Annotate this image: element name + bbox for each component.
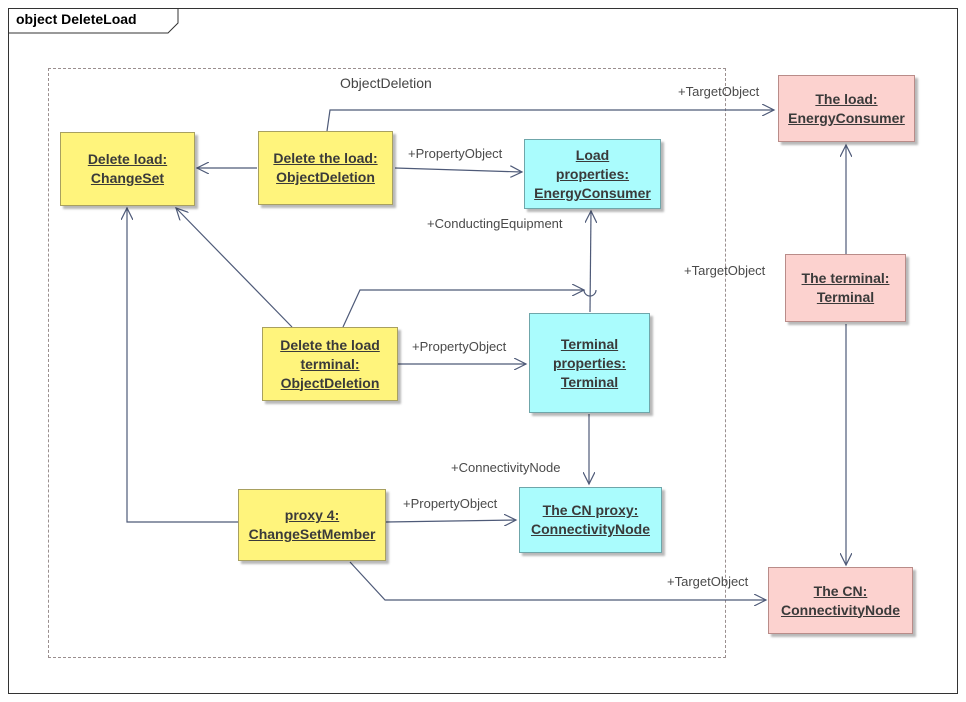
node-line: ChangeSet [90, 170, 165, 186]
frame-title: object DeleteLoad [16, 11, 137, 27]
load-properties-node[interactable]: Load properties: EnergyConsumer [524, 139, 661, 209]
proxy4-node[interactable]: proxy 4: ChangeSetMember [238, 489, 386, 561]
node-line: EnergyConsumer [788, 109, 905, 126]
the-load-node[interactable]: The load: EnergyConsumer [778, 75, 915, 142]
node-line: terminal: [300, 355, 360, 372]
node-line: Terminal [560, 373, 619, 390]
the-cn-node[interactable]: The CN: ConnectivityNode [768, 567, 913, 634]
edge-terminal-props-to-load-props [590, 211, 591, 313]
edge-delete-load-to-load-properties [394, 168, 522, 172]
node-line: ConnectivityNode [530, 521, 650, 537]
delete-the-load-node[interactable]: Delete the load: ObjectDeletion [258, 131, 393, 205]
object-deletion-package[interactable] [48, 68, 726, 658]
node-line: properties: [555, 165, 630, 182]
role-property-object: +PropertyObject [412, 339, 507, 354]
frame-title-tab [8, 8, 179, 34]
node-line: properties: [552, 354, 627, 371]
node-line: The load: [815, 90, 878, 107]
role-target-object: +TargetObject [684, 263, 766, 278]
node-line: The CN proxy: [542, 502, 639, 518]
cn-proxy-node[interactable]: The CN proxy: ConnectivityNode [519, 487, 662, 553]
node-line: Delete the load: [273, 150, 378, 166]
role-target-object: +TargetObject [678, 84, 760, 99]
role-connectivity-node: +ConnectivityNode [451, 460, 561, 475]
node-line: EnergyConsumer [534, 184, 651, 201]
node-line: The terminal: [801, 270, 890, 286]
edge-proxy-to-cn-proxy [385, 520, 516, 522]
role-conducting-equipment: +ConductingEquipment [427, 216, 563, 231]
role-target-object: +TargetObject [667, 574, 749, 589]
node-line: Load [575, 146, 610, 163]
delete-terminal-node[interactable]: Delete the load terminal: ObjectDeletion [262, 327, 398, 401]
edge-delete-load-to-the-load [326, 110, 774, 132]
node-line: ConnectivityNode [780, 601, 900, 618]
node-line: Terminal [816, 289, 875, 305]
node-line: Delete the load [280, 336, 380, 353]
terminal-properties-node[interactable]: Terminal properties: Terminal [529, 313, 650, 413]
edge-delete-terminal-to-the-terminal [342, 290, 584, 328]
role-property-object: +PropertyObject [408, 146, 503, 161]
node-line: The CN: [813, 582, 868, 599]
node-line: proxy 4: [284, 507, 340, 523]
node-line: ObjectDeletion [280, 374, 380, 391]
package-label: ObjectDeletion [340, 75, 432, 91]
edge-proxy-to-changeset [127, 208, 238, 523]
the-terminal-node[interactable]: The terminal: Terminal [785, 254, 906, 322]
node-line: ChangeSetMember [248, 526, 376, 542]
node-line: Terminal [560, 335, 619, 352]
diagram-frame [8, 8, 958, 694]
edge-delete-terminal-to-changeset [176, 208, 293, 328]
changeset-node[interactable]: Delete load: ChangeSet [60, 132, 195, 206]
edge-proxy-to-the-cn [349, 561, 766, 600]
node-line: ObjectDeletion [276, 169, 375, 185]
edge-crossing-hop [583, 289, 597, 297]
node-line: Delete load: [87, 151, 168, 167]
role-property-object: +PropertyObject [403, 496, 498, 511]
